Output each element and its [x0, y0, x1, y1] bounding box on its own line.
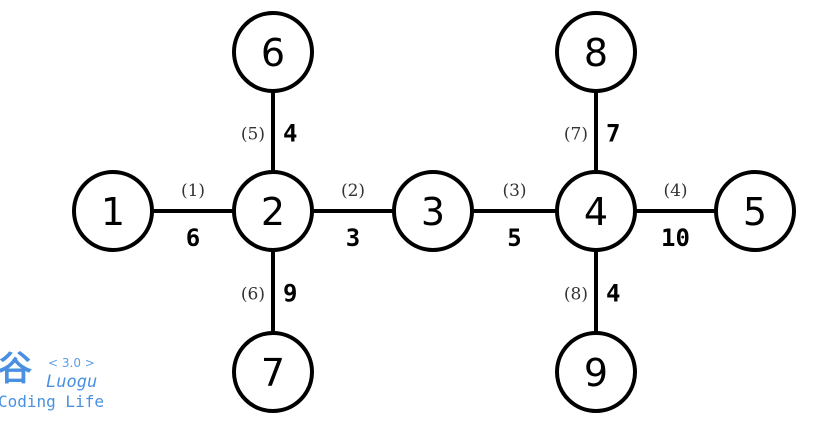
- node-circle: [555, 331, 637, 413]
- node-circle: [714, 170, 796, 252]
- edge-weight-label: 3: [346, 224, 360, 252]
- node-label: 3: [421, 190, 445, 234]
- node-circle: [232, 170, 314, 252]
- watermark-brand: Luogu: [46, 372, 98, 392]
- edge-weight-label: 9: [283, 280, 297, 308]
- node-4: 4: [555, 170, 637, 252]
- luogu-watermark: 谷 < 3.0 > Luogu Coding Life: [0, 350, 128, 420]
- edge-index-label: (2): [341, 181, 365, 201]
- node-circle: [232, 331, 314, 413]
- node-5: 5: [714, 170, 796, 252]
- edge-index-label: (8): [564, 285, 588, 305]
- node-circle: [72, 170, 154, 252]
- node-circle: [555, 170, 637, 252]
- edge-index-label: (5): [241, 125, 265, 145]
- node-label: 7: [261, 351, 285, 395]
- edge-weight-label: 10: [661, 224, 690, 252]
- node-2: 2: [232, 170, 314, 252]
- node-label: 4: [584, 190, 608, 234]
- node-circle: [392, 170, 474, 252]
- edge-weight-label: 7: [606, 120, 620, 148]
- edge-index-label: (1): [181, 181, 205, 201]
- edge-index-label: (3): [502, 181, 526, 201]
- watermark-version: < 3.0 >: [48, 356, 95, 370]
- node-circle: [232, 11, 314, 93]
- edge-index-label: (6): [241, 285, 265, 305]
- node-label: 6: [261, 31, 285, 75]
- node-1: 1: [72, 170, 154, 252]
- edge-index-label: (7): [564, 125, 588, 145]
- watermark-tagline: Coding Life: [0, 392, 104, 411]
- nodes-layer: 1 2 3 4 5 6 7 8 9: [72, 11, 796, 413]
- edge-weight-label: 4: [606, 280, 620, 308]
- node-label: 1: [101, 190, 125, 234]
- edge-weight-label: 5: [507, 224, 521, 252]
- node-label: 5: [743, 190, 767, 234]
- node-8: 8: [555, 11, 637, 93]
- luogu-logo-icon: 谷: [0, 349, 32, 389]
- node-7: 7: [232, 331, 314, 413]
- edge-weight-label: 4: [283, 120, 297, 148]
- node-9: 9: [555, 331, 637, 413]
- edge-index-label: (4): [663, 181, 687, 201]
- node-label: 8: [584, 31, 608, 75]
- node-label: 9: [584, 351, 608, 395]
- node-3: 3: [392, 170, 474, 252]
- node-circle: [555, 11, 637, 93]
- node-label: 2: [261, 190, 285, 234]
- node-6: 6: [232, 11, 314, 93]
- edge-weight-label: 6: [186, 224, 200, 252]
